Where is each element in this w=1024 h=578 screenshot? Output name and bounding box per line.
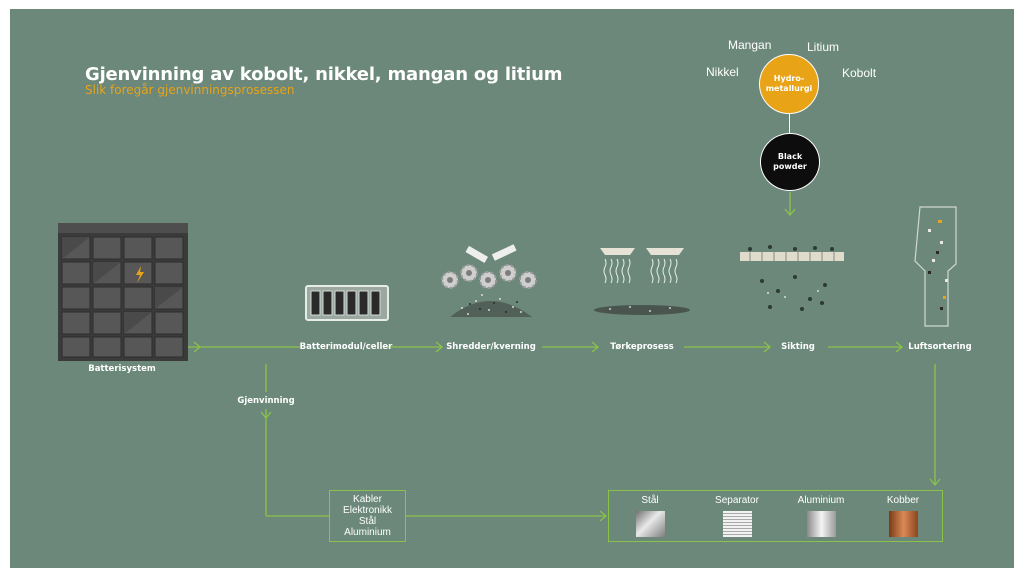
output-copper: Kobber [868, 495, 938, 537]
output-name: Kobber [886, 495, 920, 506]
output-name: Stål [641, 495, 659, 506]
step-label-luftsortering: Luftsortering [908, 342, 972, 352]
output-materials-box: Stål Separator Aluminium Kobber [608, 490, 943, 542]
step-label-batterimodul: Batterimodul/celler [299, 342, 393, 352]
hydrometallurgy-label-line1: Hydro- [773, 74, 805, 83]
sieve-icon [740, 245, 844, 311]
hydrometallurgy-label-line2: metallurgi [765, 84, 813, 93]
step-label-batterisystem: Batterisystem [88, 364, 156, 374]
black-powder-label-line2: powder [773, 162, 807, 171]
air-sorting-icon [914, 206, 957, 327]
flow-arrows [188, 192, 941, 522]
material-item: Elektronikk [343, 505, 392, 516]
step-label-sikting: Sikting [781, 342, 815, 352]
output-separator: Separator [702, 495, 772, 537]
black-powder-label-line1: Black [777, 152, 803, 161]
battery-system-icon [58, 223, 188, 361]
metal-label-kobolt: Kobolt [842, 66, 877, 80]
metal-label-nikkel: Nikkel [706, 65, 739, 79]
step-label-torke: Tørkeprosess [610, 342, 674, 352]
materials-list-box: Kabler Elektronikk Stål Aluminium [329, 490, 406, 542]
output-steel: Stål [615, 495, 685, 537]
step-label-shredder: Shredder/kverning [446, 342, 536, 352]
output-name: Aluminium [797, 495, 845, 506]
drying-icon [594, 248, 690, 315]
steel-swatch-icon [635, 511, 665, 537]
lightning-icon [136, 266, 144, 283]
step-label-gjenvinning: Gjenvinning [237, 396, 295, 406]
copper-swatch-icon [888, 511, 918, 537]
process-diagram [58, 192, 957, 522]
metal-label-mangan: Mangan [728, 38, 772, 52]
page-title: Gjenvinning av kobolt, nikkel, mangan og… [85, 64, 563, 85]
page-subtitle: Slik foregår gjenvinningsprosessen [85, 83, 295, 97]
battery-module-icon [305, 285, 389, 321]
metal-label-litium: Litium [807, 40, 840, 54]
material-item: Kabler [353, 494, 382, 505]
separator-swatch-icon [722, 511, 752, 537]
output-aluminium: Aluminium [786, 495, 856, 537]
shredder-icon [441, 244, 537, 317]
material-item: Stål [358, 516, 377, 527]
material-item: Aluminium [344, 527, 391, 538]
output-name: Separator [715, 495, 759, 506]
aluminium-swatch-icon [806, 511, 836, 537]
slide: Gjenvinning av kobolt, nikkel, mangan og… [10, 9, 1014, 568]
hydrometallurgy-node: Hydro-metallurgi [759, 54, 819, 114]
hydro-connector [789, 114, 790, 134]
